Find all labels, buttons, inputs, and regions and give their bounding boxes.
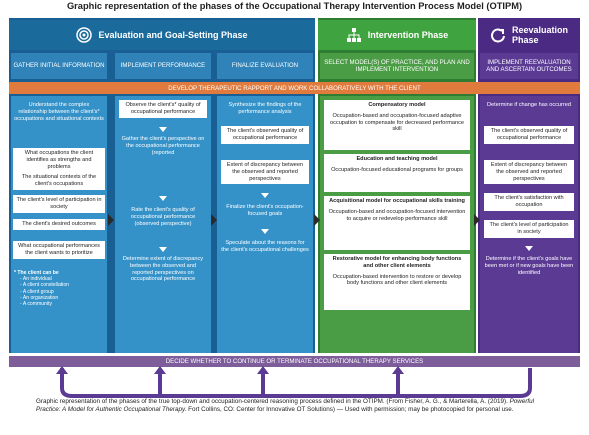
col1-box: The client's desired outcomes: [13, 219, 105, 230]
col2-box: Observe the client's* quality of occupat…: [119, 100, 207, 118]
down-arrow: [261, 193, 269, 198]
col1-box: What occupational performances the clien…: [13, 241, 105, 259]
page-title: Graphic representation of the phases of …: [66, 1, 523, 11]
figure-caption: Graphic representation of the phases of …: [36, 398, 556, 414]
evaluation-phase-header: Evaluation and Goal-Setting Phase: [9, 20, 315, 50]
reevaluation-label-line2: Phase: [511, 35, 539, 45]
step-gather-information: GATHER INITIAL INFORMATION: [11, 53, 107, 79]
column-implement-performance: Observe the client's* quality of occupat…: [115, 96, 211, 353]
decide-banner: DECIDE WHETHER TO CONTINUE OR TERMINATE …: [9, 356, 580, 367]
down-arrow: [159, 196, 167, 201]
client-note-heading: * The client can be: [14, 270, 59, 276]
reevaluation-phase-header: Reevaluation Phase: [478, 20, 580, 50]
col1-intro: Understand the complex relationship betw…: [14, 102, 104, 122]
caption-book-title: Powerful Practice: A Model for Authentic…: [36, 398, 535, 413]
col5-outro: Determine if the client's goals have bee…: [484, 256, 574, 276]
down-arrow: [261, 229, 269, 234]
right-arrow: [108, 214, 114, 226]
right-arrow: [314, 214, 320, 226]
column-gather-information: Understand the complex relationship betw…: [11, 96, 107, 353]
intervention-phase-label: Intervention Phase: [367, 30, 449, 40]
model-body: Occupation-based intervention to restore…: [332, 273, 462, 287]
col3-box: The client's observed quality of occupat…: [221, 126, 309, 144]
step-select-models: SELECT MODEL(S) OF PRACTICE, AND PLAN AN…: [320, 53, 474, 79]
reevaluation-phase-label: Reevaluation Phase: [512, 25, 568, 45]
evaluation-phase-label: Evaluation and Goal-Setting Phase: [98, 30, 248, 40]
col3-text: Speculate about the reasons for the clie…: [221, 240, 309, 253]
col1-box: The client's level of participation in s…: [13, 195, 105, 213]
col3-intro: Synthesize the findings of the performan…: [228, 102, 302, 115]
step-implement-performance: IMPLEMENT PERFORMANCE: [115, 53, 211, 79]
col2-text: Gather the client's perspective on the o…: [121, 136, 205, 156]
col5-box: The client's level of participation in s…: [484, 220, 574, 238]
col5-intro: Determine if change has occurred: [487, 102, 571, 108]
col3-text: Finalize the client's occupation-focused…: [226, 204, 304, 217]
col5-box: The client's satisfaction with occupatio…: [484, 193, 574, 211]
client-note-item: - A client group: [20, 288, 54, 295]
target-icon: [76, 27, 93, 43]
model-compensatory: Compensatory model Occupation-based and …: [324, 100, 470, 150]
client-note-item: - An organization: [20, 294, 59, 301]
client-note: * The client can be - An individual - A …: [14, 270, 69, 307]
caption-part: Fort Collins, CO: Center for Innovative …: [188, 406, 514, 413]
down-arrow: [525, 246, 533, 251]
model-body: Occupation-based and occupation-focused …: [328, 208, 466, 222]
caption-part: Graphic representation of the phases of …: [36, 398, 508, 405]
model-education: Education and teaching model Occupation-…: [324, 154, 470, 192]
model-heading: Education and teaching model: [356, 156, 438, 162]
right-arrow: [211, 214, 217, 226]
col2-text: Rate the client's quality of occupationa…: [130, 207, 196, 227]
col1-box: What occupations the client identifies a…: [13, 148, 105, 173]
step-implement-reevaluation: IMPLEMENT REEVALUATION AND ASCERTAIN OUT…: [480, 53, 578, 79]
down-arrow: [159, 127, 167, 132]
client-note-item: - An individual: [20, 276, 52, 283]
client-note-item: - A client constellation: [20, 282, 69, 289]
col1-box: The situational contexts of the client's…: [13, 172, 105, 190]
refresh-icon: [491, 28, 505, 43]
loop-back-arrows: [56, 366, 532, 398]
model-heading: Acquisitional model for occupational ski…: [329, 198, 465, 204]
col5-box: The client's observed quality of occupat…: [484, 126, 574, 144]
model-heading: Restorative model for enhancing body fun…: [332, 256, 462, 269]
rapport-banner: DEVELOP THERAPEUTIC RAPPORT AND WORK COL…: [9, 82, 580, 94]
model-body: Occupation-based and occupation-focused …: [329, 112, 465, 133]
model-body: Occupation-focused educational programs …: [331, 166, 463, 173]
col3-box: Extent of discrepancy between the observ…: [221, 160, 309, 185]
column-intervention: Compensatory model Occupation-based and …: [320, 96, 474, 353]
client-note-item: - A community: [20, 301, 52, 308]
step-finalize-evaluation: FINALIZE EVALUATION: [217, 53, 313, 79]
col5-box: Extent of discrepancy between the observ…: [484, 160, 574, 185]
down-arrow: [159, 247, 167, 252]
model-acquisitional: Acquisitional model for occupational ski…: [324, 196, 470, 250]
col2-text: Determine extent of discrepancy between …: [122, 256, 204, 283]
model-heading: Compensatory model: [368, 102, 426, 108]
right-arrow: [474, 214, 480, 226]
column-finalize-evaluation: Synthesize the findings of the performan…: [217, 96, 313, 353]
column-reevaluation: Determine if change has occurred The cli…: [480, 96, 578, 353]
reevaluation-label-line1: Reevaluation: [511, 25, 569, 35]
hierarchy-icon: [346, 28, 361, 42]
intervention-phase-header: Intervention Phase: [318, 20, 476, 50]
model-restorative: Restorative model for enhancing body fun…: [324, 254, 470, 310]
